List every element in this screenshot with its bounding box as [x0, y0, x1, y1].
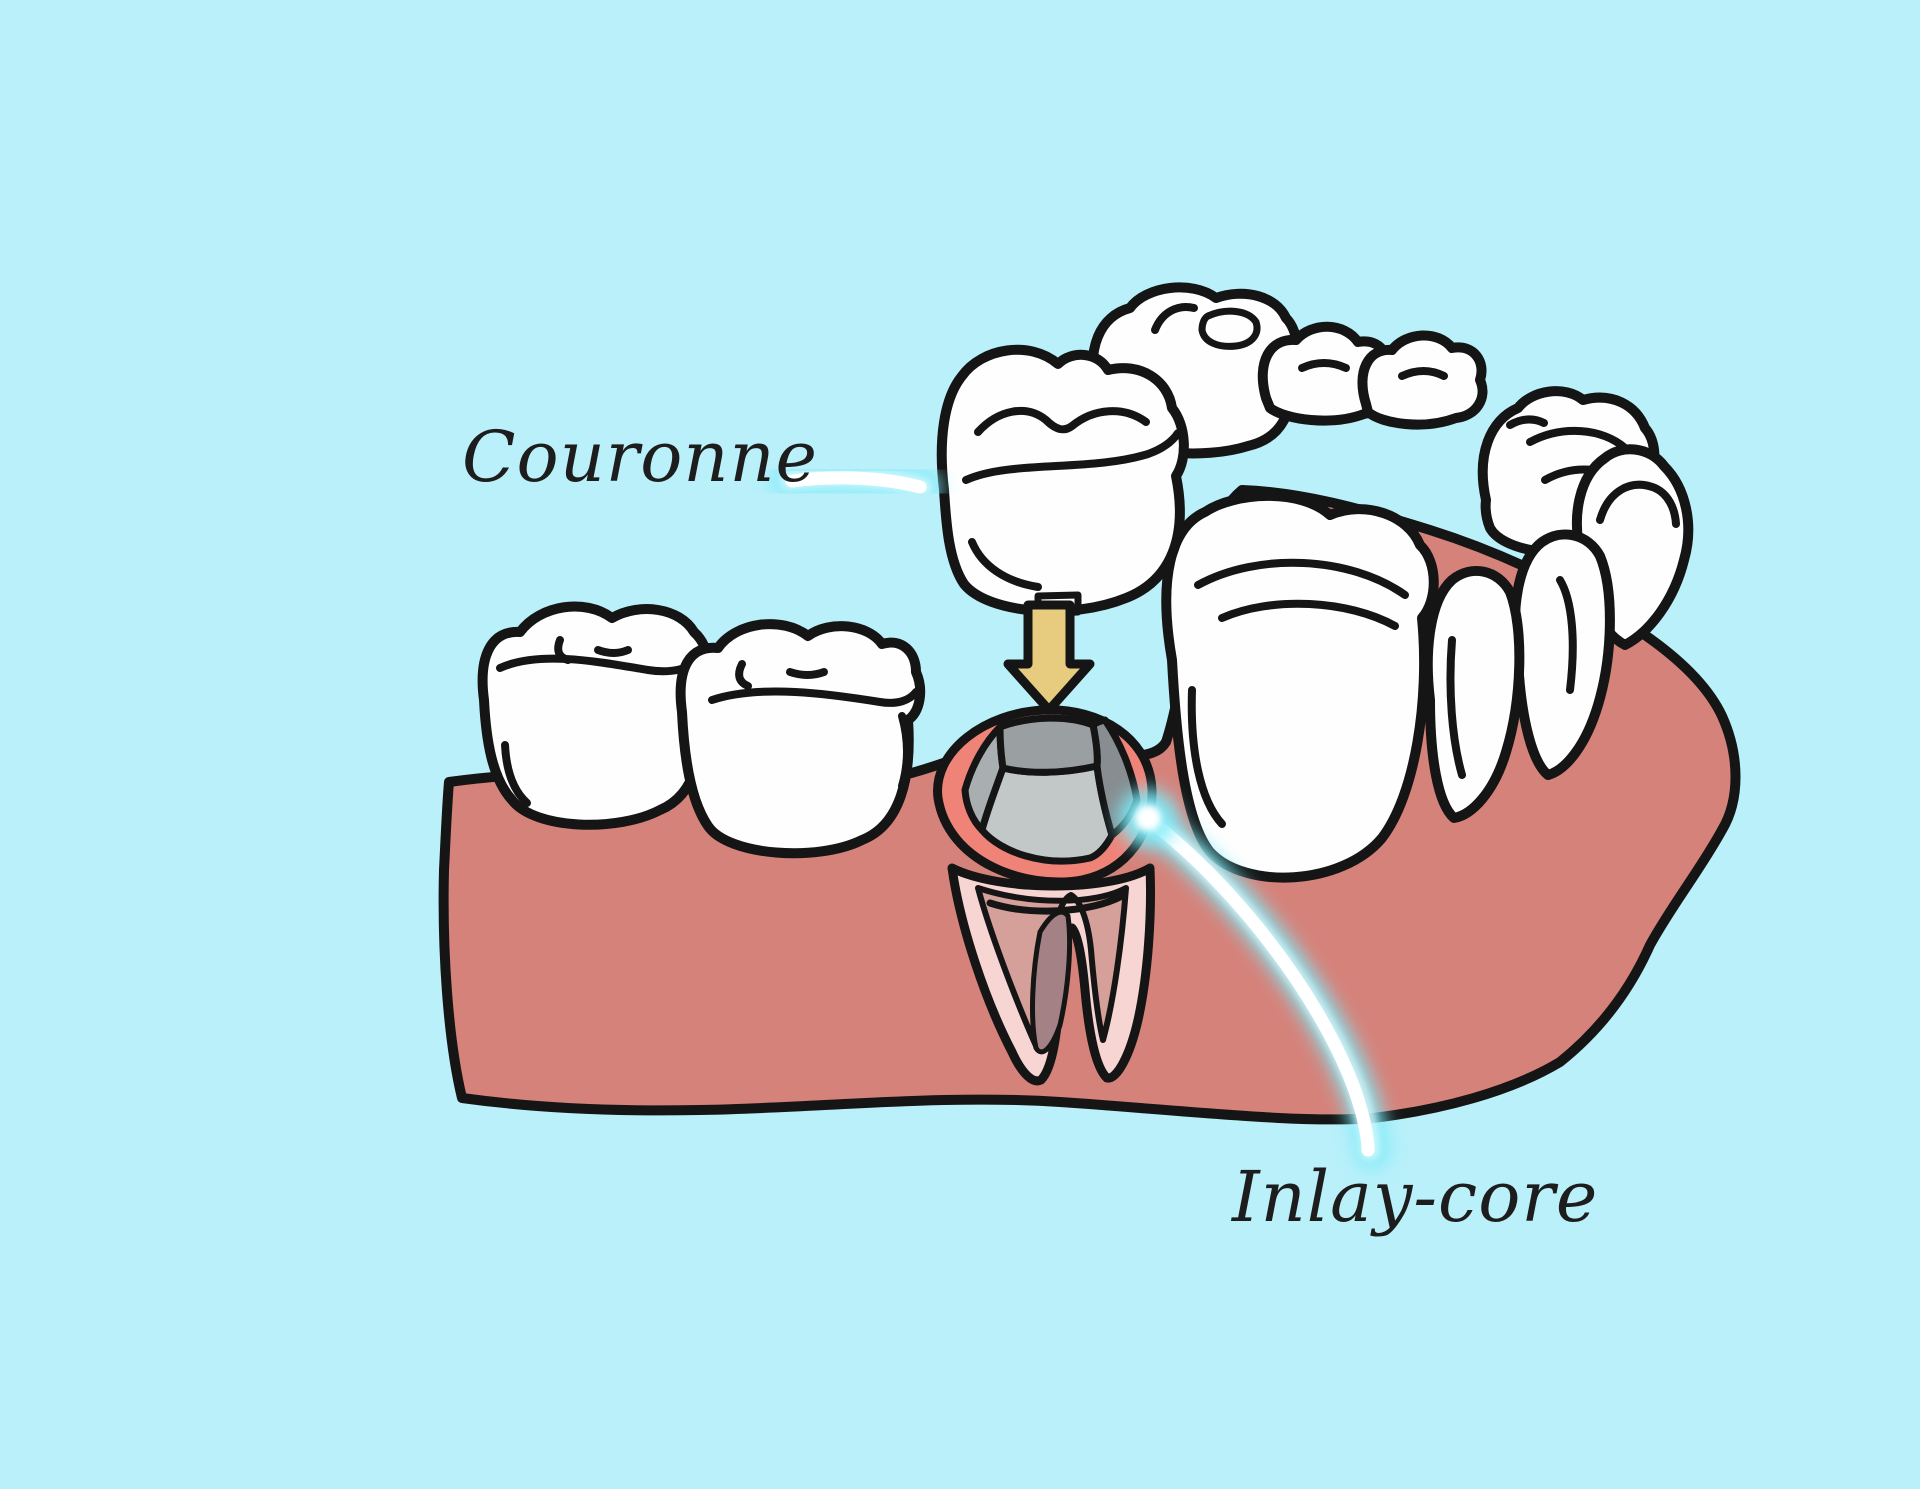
premolar-tooth-1 — [1257, 321, 1394, 426]
inlay-core-leader-line — [1118, 788, 1389, 1169]
label-inlay-core: Inlay-core — [1232, 1156, 1599, 1238]
glow-burst-core — [1135, 805, 1161, 831]
premolar-tooth-2 — [1357, 330, 1488, 430]
incisor-tooth-2 — [1510, 529, 1615, 780]
incisor-tooth-1 — [1422, 566, 1525, 823]
right-molar-tooth — [1161, 490, 1439, 883]
crown-tooth — [936, 344, 1189, 618]
root-top-groove — [986, 892, 1126, 915]
couronne-leader-line — [771, 459, 941, 504]
inlay-core-front-face — [978, 762, 1116, 865]
inlay-core-top-face — [996, 714, 1101, 776]
label-couronne: Couronne — [462, 416, 818, 498]
left-molar-tooth-1 — [477, 601, 714, 830]
left-molar-tooth-2 — [675, 619, 926, 859]
sectioned-tooth-root — [933, 705, 1157, 1086]
down-arrow-icon — [1003, 600, 1095, 715]
inlay-core-post — [961, 714, 1141, 865]
